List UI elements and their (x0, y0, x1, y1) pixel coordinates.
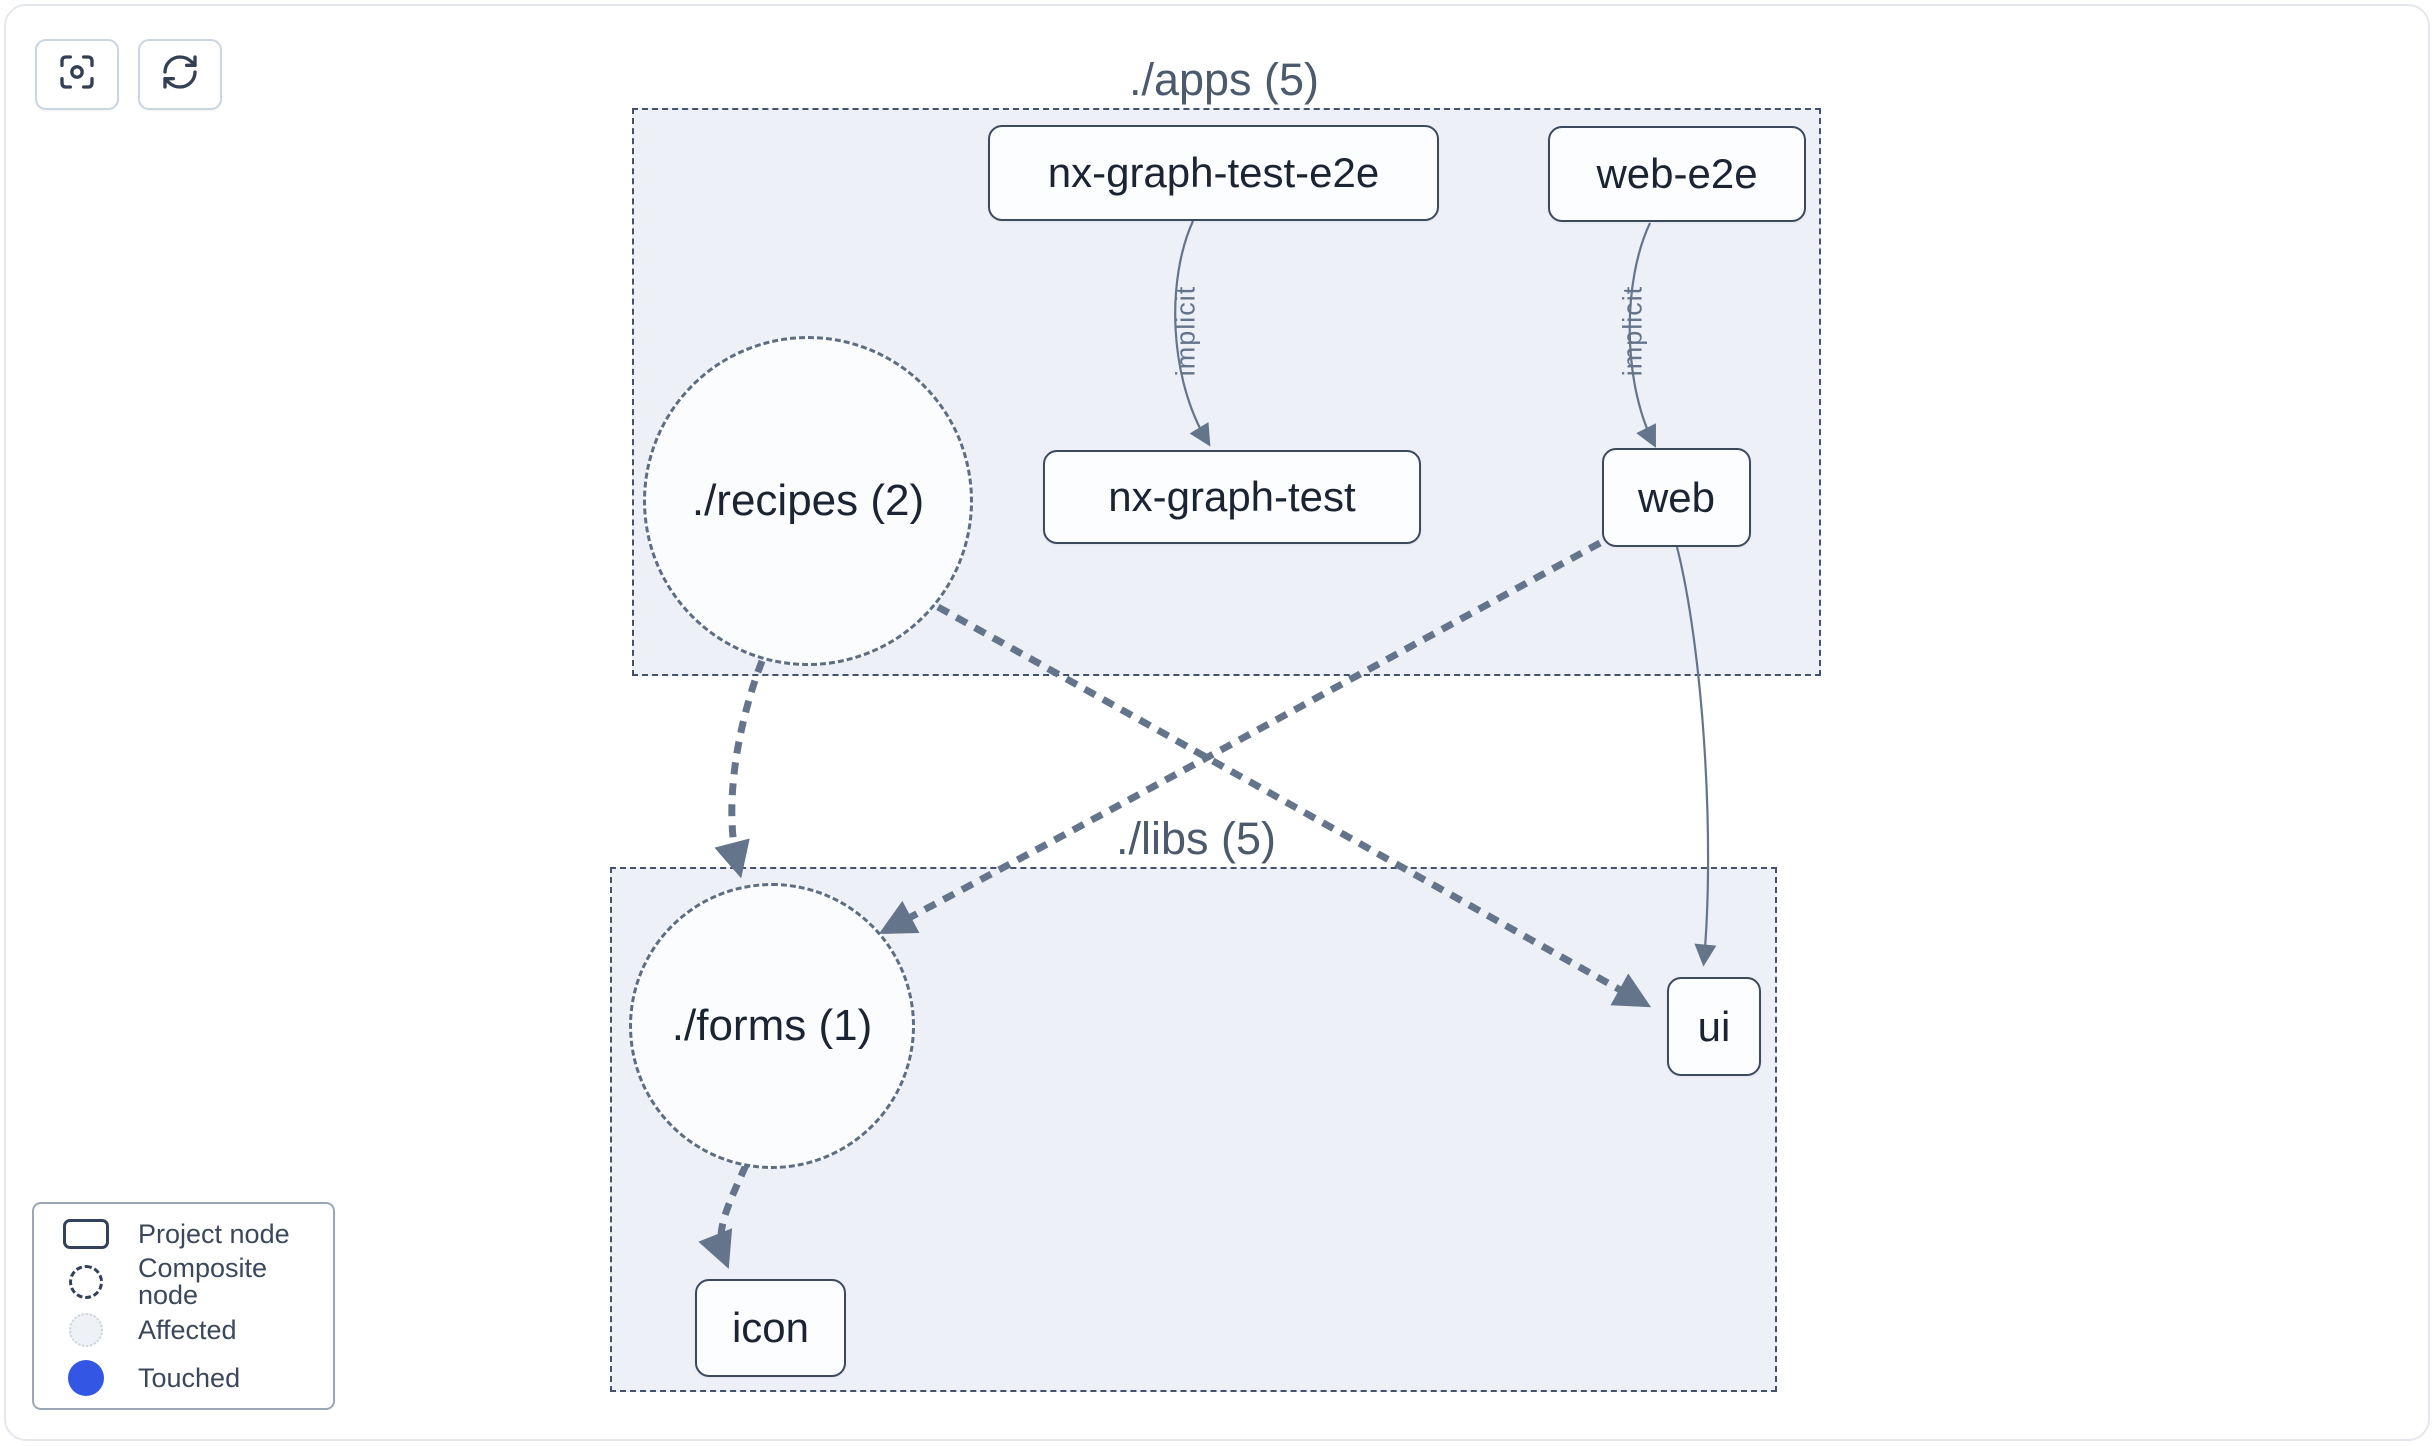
project-node-swatch (63, 1219, 109, 1249)
refresh-graph-button[interactable] (138, 39, 222, 110)
group-libs-title: ./libs (5) (1115, 813, 1277, 864)
edge-recipes-to-ui[interactable] (936, 603, 1652, 1008)
edge-forms-to-icon[interactable] (698, 1163, 750, 1269)
center-graph-button[interactable] (35, 39, 119, 110)
composite-node-forms[interactable]: ./forms (1) (629, 883, 915, 1169)
legend-item-affected: Affected (34, 1306, 333, 1354)
legend-item-project-node: Project node (34, 1210, 333, 1258)
affected-swatch (69, 1313, 103, 1347)
refresh-icon (160, 52, 200, 97)
edge-web-e2e-to-web[interactable] (1628, 222, 1656, 448)
legend-label-touched: Touched (138, 1362, 241, 1393)
toolbar (35, 39, 222, 110)
project-node-icon-label: icon (731, 1304, 810, 1351)
edge-recipes-to-forms[interactable] (714, 659, 766, 879)
project-node-icon[interactable]: icon (695, 1279, 846, 1377)
composite-node-recipes[interactable]: ./recipes (2) (643, 336, 973, 666)
composite-node-forms-label: ./forms (1) (671, 1001, 873, 1050)
project-node-nx-graph-test[interactable]: nx-graph-test (1043, 450, 1421, 544)
legend-item-composite-node: Composite node (34, 1253, 333, 1310)
edge-label-implicit-1: implicit (1170, 285, 1201, 377)
project-node-nx-graph-test-label: nx-graph-test (1108, 473, 1356, 520)
composite-node-recipes-label: ./recipes (2) (691, 476, 925, 525)
focus-icon (57, 52, 97, 97)
project-node-nx-graph-test-e2e-label: nx-graph-test-e2e (1047, 149, 1380, 196)
legend-label-composite-node: Composite node (138, 1253, 268, 1310)
edge-web-to-ui[interactable] (1675, 546, 1717, 967)
edge-nx-graph-test-e2e-to-nx-graph-test[interactable] (1174, 220, 1211, 447)
legend-item-touched: Touched (34, 1354, 333, 1402)
edge-label-implicit-2: implicit (1617, 285, 1648, 377)
project-node-ui[interactable]: ui (1667, 977, 1761, 1076)
legend-label-project-node: Project node (138, 1218, 290, 1249)
project-node-web-e2e[interactable]: web-e2e (1548, 126, 1806, 222)
composite-node-swatch (69, 1265, 103, 1299)
touched-swatch (68, 1360, 104, 1396)
legend-panel: Project node Composite node Affected Tou… (32, 1202, 335, 1410)
project-node-web-label: web (1637, 473, 1716, 521)
group-apps-title: ./apps (5) (1128, 54, 1320, 105)
edge-web-to-forms[interactable] (878, 539, 1602, 934)
project-node-web[interactable]: web (1602, 448, 1751, 547)
project-node-ui-label: ui (1697, 1002, 1731, 1050)
project-node-web-e2e-label: web-e2e (1596, 150, 1758, 197)
legend-label-affected: Affected (138, 1314, 237, 1345)
project-node-nx-graph-test-e2e[interactable]: nx-graph-test-e2e (988, 125, 1439, 221)
